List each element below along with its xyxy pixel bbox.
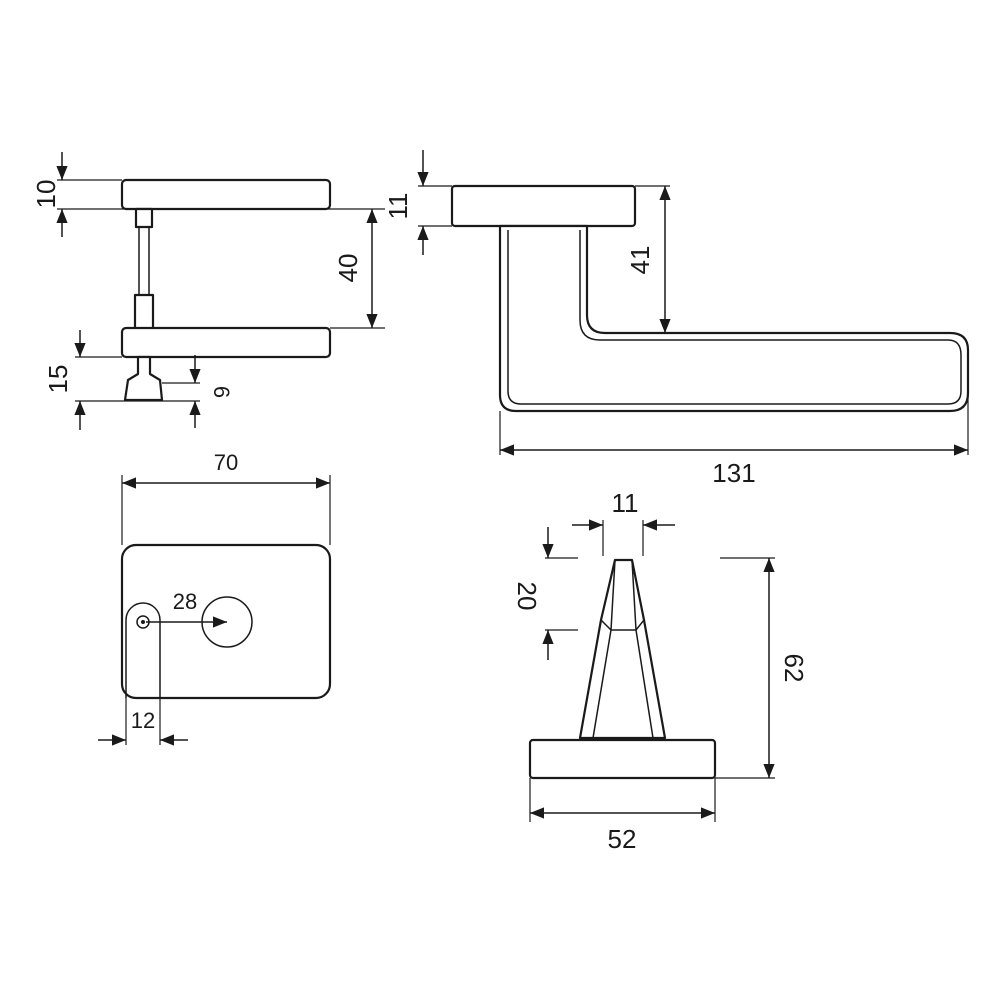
dim-label-28: 28 — [173, 589, 197, 614]
lever-taper-inner — [592, 559, 654, 739]
lever-taper — [578, 558, 667, 740]
lever-handle-inner — [507, 230, 962, 405]
dim-label-6: 6 — [209, 386, 234, 398]
dim-label-40: 40 — [333, 254, 363, 283]
lever-rose — [450, 184, 637, 228]
lever-profile-view: 11 41 131 — [383, 150, 970, 488]
spindle-center — [141, 620, 145, 624]
plate-front-view: 70 28 12 — [98, 450, 332, 746]
lever-handle-outer — [498, 224, 970, 413]
bottom-fitting — [123, 355, 164, 402]
spindle-lower — [133, 293, 155, 331]
side-view: 10 40 15 6 — [31, 152, 385, 430]
dim-label-20: 20 — [512, 582, 542, 611]
dim-label-52: 52 — [608, 824, 637, 854]
spindle-upper — [134, 207, 154, 229]
dim-label-62: 62 — [779, 654, 809, 683]
top-rose — [120, 178, 332, 211]
dim-label-15: 15 — [43, 365, 73, 394]
dim-label-70: 70 — [214, 450, 238, 475]
dim-label-10: 10 — [31, 180, 61, 209]
bottom-rose — [120, 326, 332, 359]
key-slot-outline — [125, 602, 161, 698]
dim-label-41: 41 — [625, 246, 655, 275]
end-rose — [528, 738, 717, 780]
lever-end-view: 11 20 62 52 — [512, 488, 809, 854]
dim-label-12: 12 — [131, 708, 155, 733]
dim-label-11-rose: 11 — [383, 193, 413, 220]
spindle-rod — [138, 226, 150, 296]
dim-label-131: 131 — [712, 458, 755, 488]
dim-label-11-tip: 11 — [612, 488, 639, 518]
